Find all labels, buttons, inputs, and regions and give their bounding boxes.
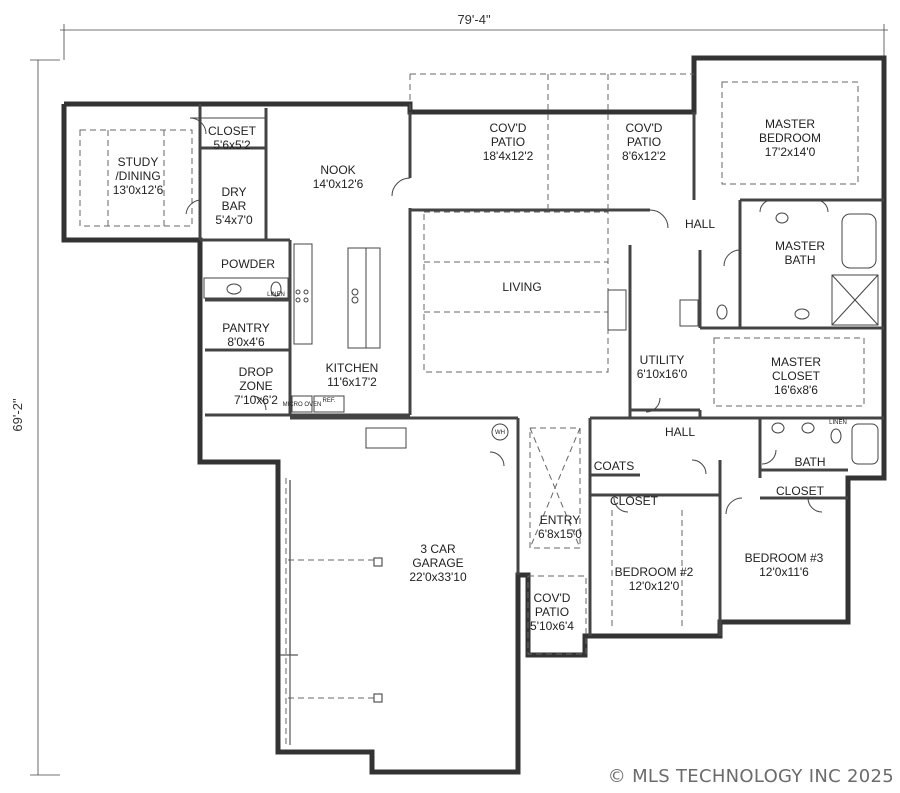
micro-oven-label: MICRO OVEN: [283, 402, 322, 408]
dashed-lines: [79, 73, 865, 745]
copyright-watermark: © MLS TECHNOLOGY INC 2025: [607, 766, 894, 787]
width-dimension: 79'-4": [457, 12, 491, 27]
water-heater-label: WH: [495, 430, 505, 436]
bath-label: BATH: [794, 455, 825, 469]
powder-label: POWDER: [221, 257, 275, 271]
coats-label: COATS: [594, 459, 634, 473]
bath-fixtures: [203, 212, 879, 465]
door-swings: [185, 117, 829, 515]
exterior-walls: [61, 55, 887, 775]
hall-2-label: HALL: [665, 425, 695, 439]
height-dimension: 69'-2": [10, 398, 25, 432]
linen-1-label: LINEN: [267, 292, 285, 298]
interior-walls: [198, 104, 884, 636]
closet-3-label: CLOSET: [776, 484, 825, 498]
garage-doors: [280, 480, 383, 745]
living-label: LIVING: [502, 280, 541, 294]
dimension-lines: [30, 24, 888, 776]
closet-2-label: CLOSET: [610, 494, 659, 508]
hall-1-label: HALL: [685, 217, 715, 231]
linen-2-label: LINEN: [829, 420, 847, 426]
fixture-labels: WH MICRO OVEN REF. LINEN LINEN: [267, 292, 847, 436]
kitchen-fixtures: [291, 243, 407, 449]
ref-label: REF.: [322, 398, 335, 404]
